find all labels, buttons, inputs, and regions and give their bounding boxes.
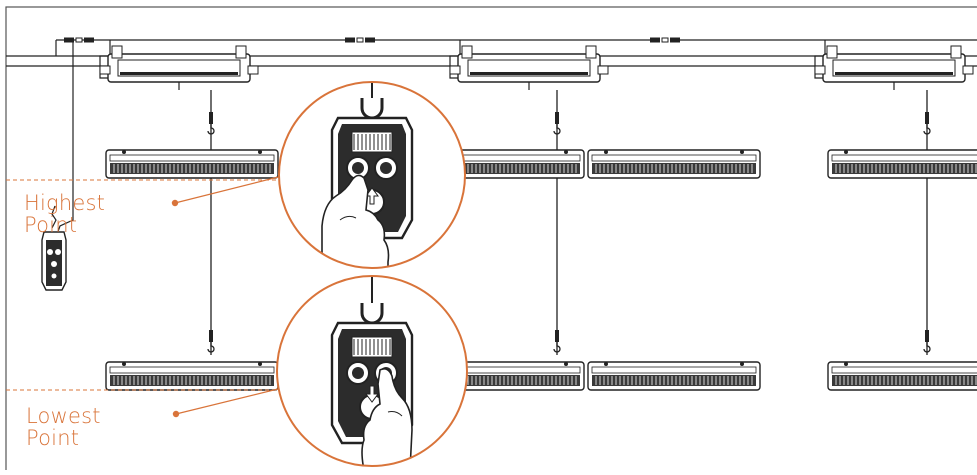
cable-connector-2 [344,37,376,43]
lowest-point-label: Lowest Point [26,405,101,449]
highest-point-label: Highest Point [24,192,105,236]
lowest-label-line1: Lowest [26,404,101,428]
highest-label-line1: Highest [24,191,106,215]
hand-icon [361,368,413,466]
highest-label-line2: Point [24,213,78,237]
highest-callout-pointer [171,173,291,207]
cable-connector-3 [649,37,681,43]
lowest-zoom-circle [276,275,468,467]
hand-icon [321,174,390,268]
lowest-label-line2: Point [26,426,80,450]
highest-zoom-circle [278,81,466,269]
grow-light-bar-icon [827,149,977,179]
diagram-frame [5,6,977,475]
controller-icon [41,205,67,291]
grow-light-bar-icon [105,361,279,391]
grow-light-bar-icon [587,361,761,391]
grow-light-bar-icon [587,149,761,179]
lowest-callout-pointer [172,385,291,418]
grow-light-bar-icon [105,149,279,179]
power-cable [54,39,977,241]
down-arrow-icon [365,385,379,403]
driver-icon [814,45,974,91]
cable-connector-1 [63,37,95,43]
driver-icon [99,45,259,91]
driver-icon [449,45,609,91]
grow-light-bar-icon [827,361,977,391]
